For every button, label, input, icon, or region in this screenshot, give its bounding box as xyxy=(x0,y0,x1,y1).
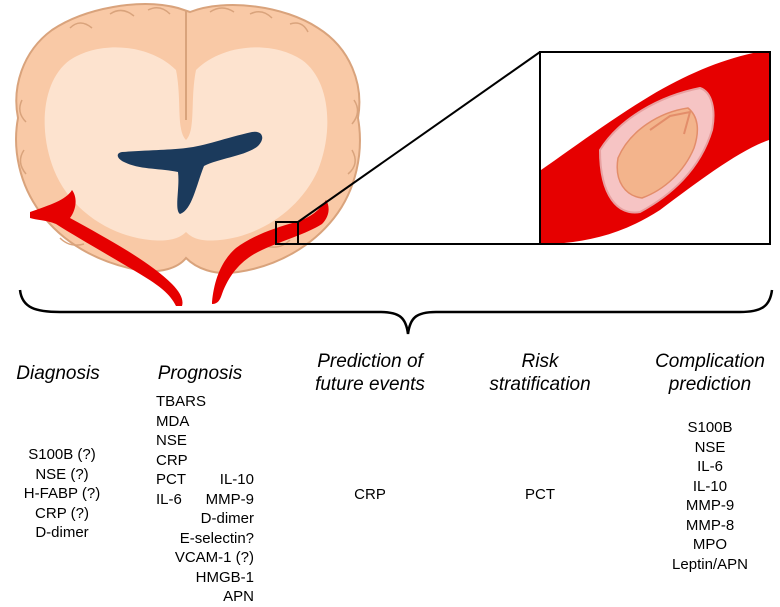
prognosis-heading: Prognosis xyxy=(150,362,250,385)
list-item: NSE xyxy=(156,431,226,451)
list-item: HMGB-1 xyxy=(150,568,254,588)
list-item: MMP-8 xyxy=(655,516,765,536)
list-item: IL-6 xyxy=(655,457,765,477)
list-item: H-FABP (?) xyxy=(10,484,114,504)
list-item: NSE xyxy=(655,438,765,458)
zoomed-vessel-panel xyxy=(540,50,770,244)
risk-heading: Risk stratification xyxy=(470,350,610,396)
list-item: Leptin/APN xyxy=(655,555,765,575)
list-item: MPO xyxy=(655,535,765,555)
prediction-heading: Prediction of future events xyxy=(295,350,445,396)
list-item: APN xyxy=(150,587,254,607)
list-item: CRP xyxy=(156,451,226,471)
list-item: IL-10 xyxy=(150,470,254,490)
list-item: MMP-9 xyxy=(150,490,254,510)
list-item: TBARS xyxy=(156,392,226,412)
diagnosis-heading: Diagnosis xyxy=(8,362,108,385)
complication-heading: Complication prediction xyxy=(645,350,775,396)
list-item: D-dimer xyxy=(10,523,114,543)
brain-illustration xyxy=(0,0,780,340)
diagnosis-list: S100B (?) NSE (?) H-FABP (?) CRP (?) D-d… xyxy=(10,445,114,543)
list-item: D-dimer xyxy=(150,509,254,529)
list-item: VCAM-1 (?) xyxy=(150,548,254,568)
complication-list: S100B NSE IL-6 IL-10 MMP-9 MMP-8 MPO Lep… xyxy=(655,418,765,574)
list-item: IL-10 xyxy=(655,477,765,497)
list-item: MMP-9 xyxy=(655,496,765,516)
prognosis-list-right: IL-10 MMP-9 D-dimer E-selectin? VCAM-1 (… xyxy=(150,470,254,607)
list-item: NSE (?) xyxy=(10,465,114,485)
prediction-value: CRP xyxy=(340,486,400,503)
grouping-brace xyxy=(20,290,772,334)
list-item: S100B xyxy=(655,418,765,438)
list-item: E-selectin? xyxy=(150,529,254,549)
risk-value: PCT xyxy=(510,486,570,503)
list-item: S100B (?) xyxy=(10,445,114,465)
list-item: CRP (?) xyxy=(10,504,114,524)
list-item: MDA xyxy=(156,412,226,432)
